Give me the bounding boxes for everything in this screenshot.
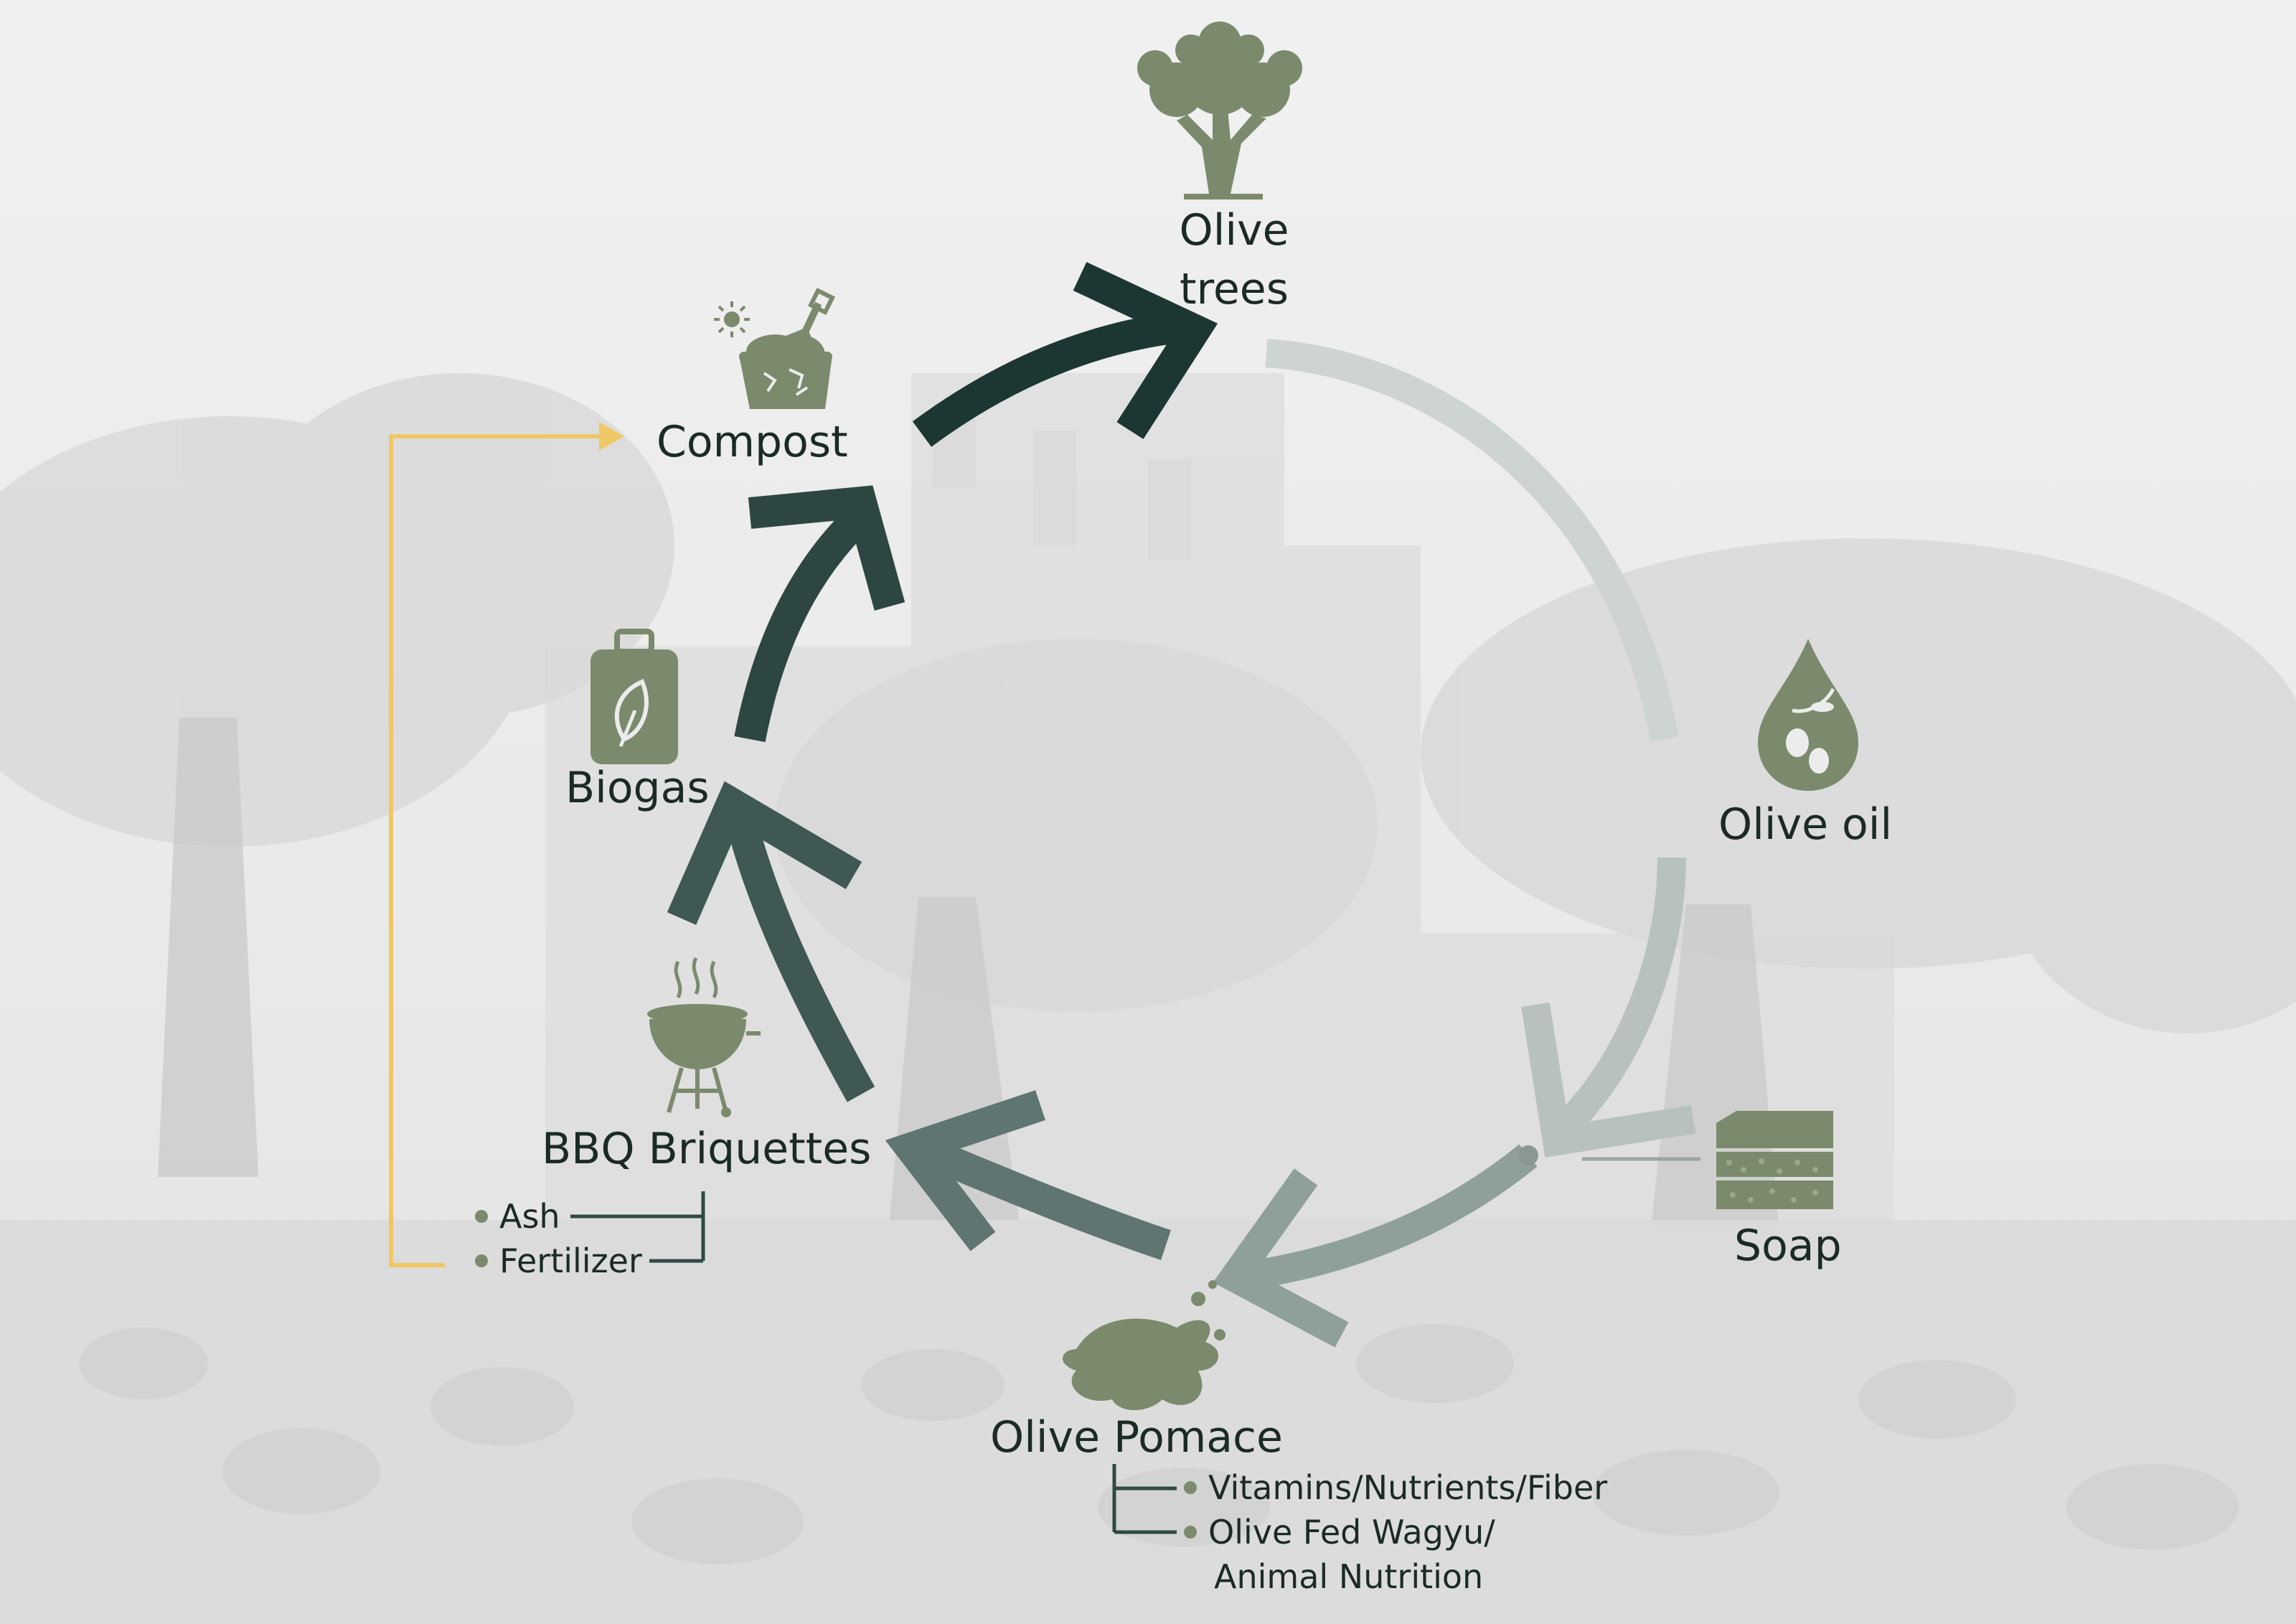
arrow-head-trees — [1073, 262, 1218, 439]
arrow-head-pomace — [1213, 1168, 1349, 1348]
node-label-olive-pomace: Olive Pomace — [990, 1412, 1283, 1463]
bbq-grill-icon — [647, 957, 761, 1117]
arrow-head-oil — [1521, 1002, 1696, 1158]
gas-canister-icon — [591, 629, 678, 764]
olive-trees-line2: trees — [1180, 264, 1289, 314]
node-label-bbq-briquettes: BBQ Briquettes — [542, 1124, 872, 1174]
node-label-soap: Soap — [1734, 1221, 1842, 1271]
feedback-line-fertilizer-to-compost — [389, 434, 599, 1267]
soap-junction-dot — [1518, 1145, 1538, 1165]
arrow-pomace-to-briquettes — [912, 1133, 1171, 1260]
olive-tree-icon — [1137, 22, 1302, 200]
briquette-output-fertilizer: Fertilizer — [475, 1239, 642, 1283]
pomace-output-wagyu: Olive Fed Wagyu/ — [1184, 1510, 1495, 1554]
compost-bucket-icon — [714, 287, 836, 409]
bullet-dot — [475, 1209, 488, 1223]
splash-icon — [1063, 1280, 1225, 1410]
arrow-head-biogas — [667, 781, 862, 925]
briquette-output-bracket — [570, 1191, 705, 1263]
arrow-trees-to-oil — [1265, 339, 1679, 742]
cycle-arrows — [667, 262, 1696, 1348]
ash-label: Ash — [499, 1197, 560, 1236]
bullet-dot — [475, 1254, 488, 1267]
arrow-biogas-to-compost — [734, 497, 879, 743]
bullet-dot — [1184, 1480, 1197, 1494]
soap-bars-icon — [1716, 1111, 1833, 1209]
wagyu-label-line1: Olive Fed Wagyu/ — [1208, 1513, 1495, 1552]
node-label-biogas: Biogas — [565, 763, 710, 813]
vitamins-label: Vitamins/Nutrients/Fiber — [1208, 1468, 1608, 1507]
arrow-briquettes-to-biogas — [723, 807, 875, 1102]
pomace-output-vitamins: Vitamins/Nutrients/Fiber — [1184, 1465, 1607, 1510]
briquette-output-ash: Ash — [475, 1194, 560, 1239]
fertilizer-label: Fertilizer — [499, 1242, 642, 1280]
pomace-output-wagyu-line2: Animal Nutrition — [1214, 1557, 1484, 1596]
node-label-compost: Compost — [657, 417, 848, 467]
arrow-junction-to-pomace — [1232, 1144, 1538, 1292]
olive-trees-line1: Olive — [1179, 205, 1289, 255]
bullet-dot — [1184, 1525, 1197, 1539]
pomace-output-bracket — [1112, 1464, 1177, 1534]
arrow-head-compost — [748, 485, 905, 611]
oil-drop-icon — [1758, 639, 1858, 791]
arrow-head-briquettes — [885, 1090, 1045, 1252]
feedback-arrowhead — [599, 422, 624, 451]
arrow-compost-to-trees — [912, 311, 1186, 447]
node-label-olive-oil: Olive oil — [1718, 799, 1893, 850]
arrow-oil-to-soap-junction — [1547, 857, 1686, 1145]
node-label-olive-trees: Olive trees — [1162, 201, 1306, 319]
